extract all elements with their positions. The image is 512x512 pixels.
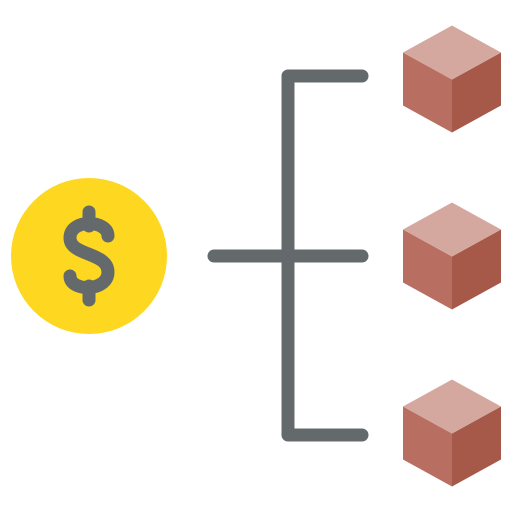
- cube-right-face: [452, 406, 501, 487]
- cube-left-face: [403, 406, 452, 487]
- cube-top-icon: [403, 25, 501, 133]
- cube-middle-icon: [403, 202, 501, 310]
- cube-left-face: [403, 52, 452, 133]
- cubes-group: [403, 25, 501, 487]
- cube-top-face: [403, 25, 501, 80]
- cube-top-face: [403, 379, 501, 434]
- cube-right-face: [452, 229, 501, 310]
- cube-top-face: [403, 202, 501, 257]
- coin-icon: [11, 178, 167, 334]
- cube-bottom-icon: [403, 379, 501, 487]
- cube-left-face: [403, 229, 452, 310]
- cube-right-face: [452, 52, 501, 133]
- dollar-sign-icon: [63, 205, 115, 307]
- branch-connector-icon: [207, 69, 369, 442]
